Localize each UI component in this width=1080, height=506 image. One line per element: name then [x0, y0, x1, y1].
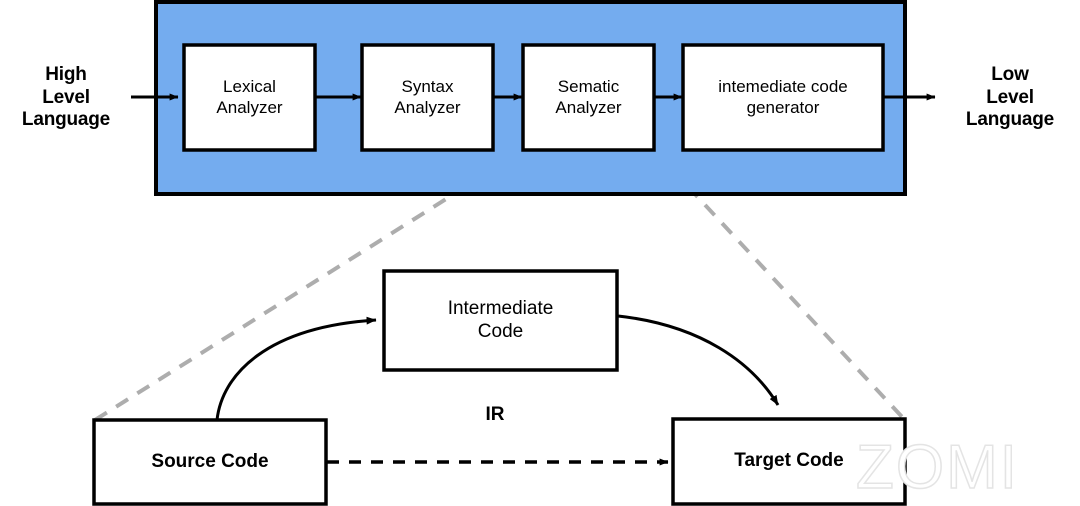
target-code-box[interactable]: [671, 417, 907, 506]
intermediate-code-generator-box[interactable]: [681, 43, 885, 152]
sematic-analyzer-box[interactable]: [521, 43, 656, 152]
source-code-box[interactable]: [92, 418, 328, 506]
source-to-intermediate-arrow-icon: [215, 316, 377, 421]
intermediate-to-target-arrow-icon: [617, 314, 780, 406]
zoom-guide-left-icon: [93, 148, 526, 422]
lexical-analyzer-box[interactable]: [182, 43, 317, 152]
intermediate-code-box[interactable]: [382, 269, 619, 372]
syntax-analyzer-box[interactable]: [360, 43, 495, 152]
